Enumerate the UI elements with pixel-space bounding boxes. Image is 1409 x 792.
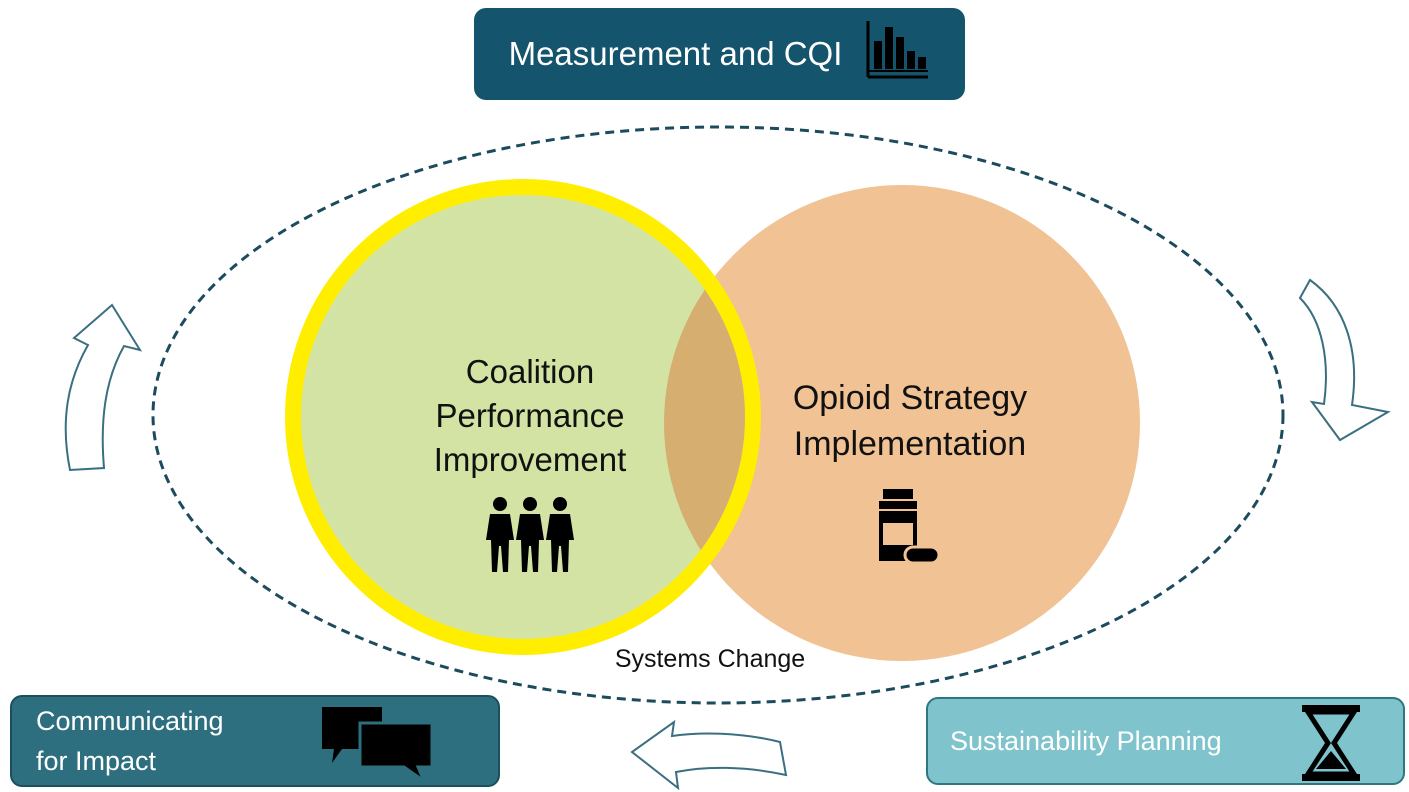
opioid-line1: Opioid Strategy (792, 379, 1028, 417)
communicating-label-line2: for Impact (36, 746, 157, 776)
people-group-icon (380, 496, 680, 583)
pill-bottle-icon (760, 489, 1060, 581)
measurement-cqi-label: Measurement and CQI (508, 35, 843, 72)
measurement-cqi-box: Measurement and CQI (474, 8, 965, 100)
hourglass-icon (1300, 703, 1362, 790)
arrow-left-bottom (630, 719, 788, 791)
sustainability-planning-box: Sustainability Planning (926, 697, 1405, 785)
speech-bubbles-icon (320, 705, 436, 792)
opioid-line2: Implementation (793, 425, 1027, 463)
communicating-impact-box: Communicating for Impact (10, 695, 500, 787)
systems-change-ellipse (151, 125, 1285, 705)
coalition-line2: Performance (435, 397, 625, 434)
coalition-text-block: Coalition Performance Improvement (380, 350, 680, 583)
coalition-circle (285, 179, 761, 655)
arrow-up-left (64, 303, 143, 472)
coalition-line3: Improvement (433, 441, 627, 478)
opioid-circle (664, 185, 1140, 661)
opioid-text-block: Opioid Strategy Implementation (760, 375, 1060, 581)
sustainability-planning-label: Sustainability Planning (950, 725, 1222, 756)
bar-chart-icon (864, 17, 930, 91)
systems-change-label: Systems Change (614, 645, 806, 673)
communicating-label-line1: Communicating (36, 706, 224, 736)
coalition-line1: Coalition (465, 353, 595, 390)
arrow-down-right (1298, 278, 1391, 442)
